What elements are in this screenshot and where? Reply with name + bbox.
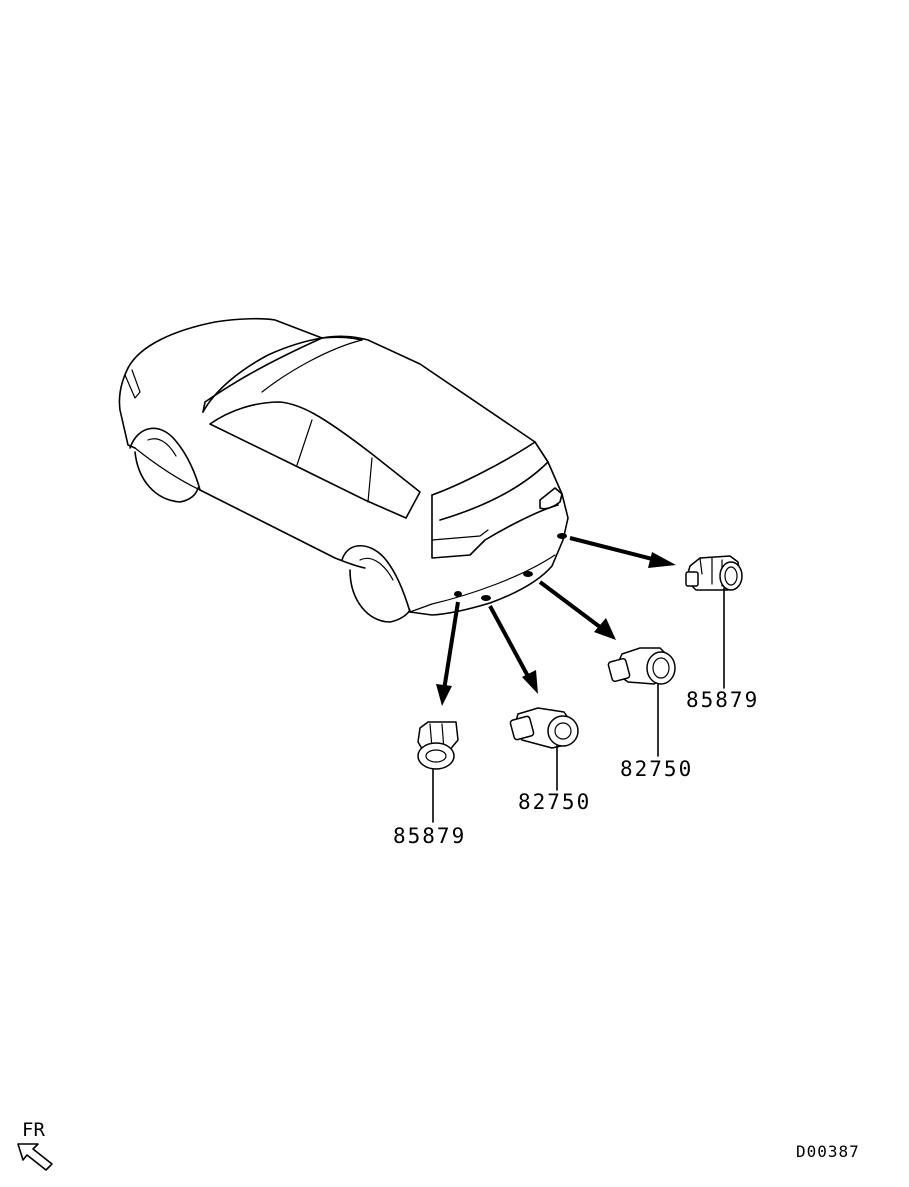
sensor-85879-left: [417, 721, 459, 770]
front-direction-indicator: FR: [17, 1119, 53, 1171]
vehicle-outline: [118, 317, 569, 623]
callout-label-82750-right: 82750: [620, 757, 693, 781]
sensor-82750-right: [607, 647, 676, 685]
leader-lines: [432, 587, 725, 823]
callout-label-85879-right: 85879: [686, 688, 759, 712]
sensor-85879-right: [685, 555, 743, 591]
front-label: FR: [22, 1119, 45, 1141]
drawing-code: D00387: [796, 1142, 860, 1161]
installation-arrows: [436, 536, 676, 706]
front-arrow-icon: [17, 1143, 53, 1171]
sensor-82750-left: [509, 707, 579, 749]
callout-label-85879-left: 85879: [393, 824, 466, 848]
callout-label-82750-left: 82750: [518, 790, 591, 814]
